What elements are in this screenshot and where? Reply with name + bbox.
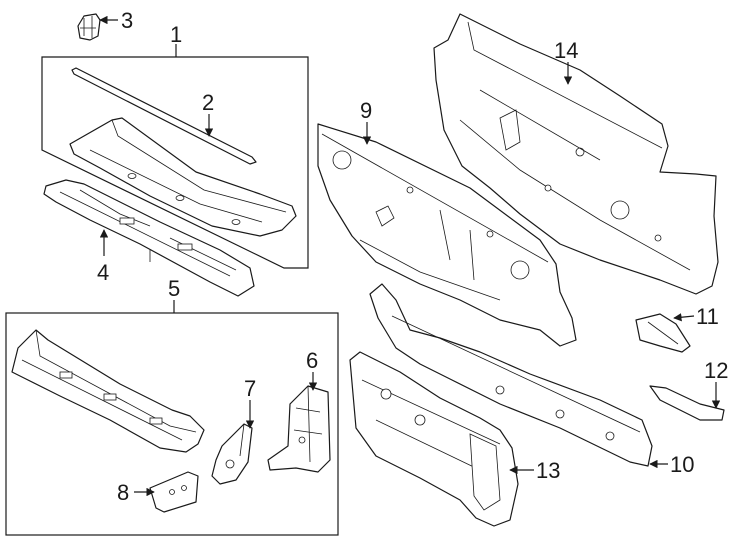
callout-2: 2 <box>202 90 214 115</box>
callout-10: 10 <box>670 452 694 477</box>
group-box-5 <box>5 312 339 536</box>
part-5-cowl-panel[interactable] <box>11 329 205 453</box>
part-6-side-bracket[interactable] <box>267 385 331 473</box>
callout-12: 12 <box>704 358 728 383</box>
callout-9: 9 <box>360 98 372 123</box>
leader-11 <box>673 313 695 322</box>
callout-14: 14 <box>554 38 578 63</box>
callout-6: 6 <box>306 348 318 373</box>
part-11-bracket[interactable] <box>635 313 691 353</box>
part-4-cowl-lower[interactable] <box>43 179 255 297</box>
part-2-weatherstrip[interactable] <box>71 67 257 165</box>
callout-11: 11 <box>696 304 719 329</box>
part-10-crossmember[interactable] <box>369 283 653 467</box>
callout-8: 8 <box>117 480 129 505</box>
group-box-1 <box>41 56 309 269</box>
part-9-dash-panel[interactable] <box>317 123 577 347</box>
part-8-plate[interactable] <box>149 471 199 513</box>
part-12-plate[interactable] <box>649 385 725 421</box>
part-3-clip[interactable] <box>77 13 101 41</box>
callout-1: 1 <box>170 22 182 47</box>
part-14-dash-panel-assembly[interactable] <box>433 13 719 295</box>
callout-5: 5 <box>168 276 180 301</box>
callout-3: 3 <box>121 8 133 33</box>
callout-13: 13 <box>536 458 560 483</box>
callout-7: 7 <box>244 376 256 401</box>
part-13-insulator[interactable] <box>349 351 519 527</box>
callout-4: 4 <box>97 260 109 285</box>
part-7-bracket[interactable] <box>211 423 253 485</box>
part-1-cowl-top-panel[interactable] <box>69 117 297 237</box>
